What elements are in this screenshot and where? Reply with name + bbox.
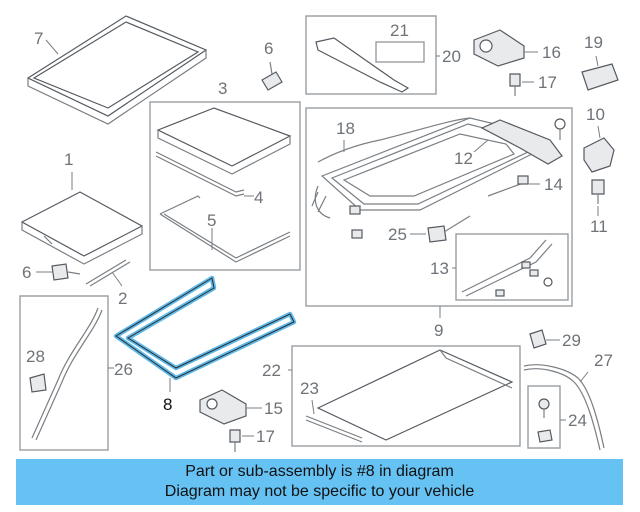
- callout-2: 2: [118, 289, 127, 308]
- part-27-drain-hose[interactable]: [523, 364, 605, 451]
- part-20-deflector[interactable]: [315, 37, 410, 93]
- callout-26: 26: [114, 360, 133, 379]
- callout-20: 20: [442, 47, 461, 66]
- banner-line-2: Diagram may not be specific to your vehi…: [164, 483, 475, 500]
- callout-28: 28: [26, 347, 45, 366]
- callout-14: 14: [544, 175, 563, 194]
- part-3-glass-assembly[interactable]: [156, 107, 292, 175]
- part-28-clip[interactable]: [29, 373, 47, 393]
- callout-9: 9: [434, 321, 443, 340]
- callout-6-left: 6: [22, 263, 31, 282]
- part-17-screw-bottom[interactable]: [229, 429, 241, 452]
- group-box-22: [291, 345, 521, 447]
- part-26-drain-hose[interactable]: [31, 307, 103, 441]
- callout-4: 4: [254, 188, 263, 207]
- callout-8: 8: [163, 395, 172, 414]
- callout-11: 11: [590, 217, 608, 236]
- callout-1: 1: [64, 150, 73, 169]
- callout-27: 27: [594, 351, 613, 370]
- part-15-motor[interactable]: [199, 389, 247, 425]
- group-box-9: [305, 107, 573, 307]
- part-21-hardware-set[interactable]: [375, 41, 425, 63]
- callout-13: 13: [430, 259, 449, 278]
- callout-18: 18: [336, 119, 355, 138]
- callout-22: 22: [262, 361, 281, 380]
- part-6-bolt-top[interactable]: [261, 61, 283, 91]
- callout-24: 24: [568, 411, 587, 430]
- callout-25: 25: [388, 225, 407, 244]
- part-13-mechanism[interactable]: [461, 239, 553, 297]
- part-4-seal[interactable]: [155, 151, 245, 197]
- part-22-sunshade[interactable]: [316, 349, 514, 441]
- part-12-screw[interactable]: [554, 118, 566, 140]
- group-box-24: [527, 385, 561, 449]
- group-box-13: [455, 233, 569, 301]
- part-16-motor[interactable]: [473, 29, 525, 67]
- callout-23: 23: [300, 379, 319, 398]
- callout-3: 3: [218, 79, 227, 98]
- group-box-20: [305, 15, 437, 95]
- callout-17-bottom: 17: [256, 427, 275, 446]
- part-19-bracket[interactable]: [581, 63, 619, 91]
- callout-19: 19: [584, 33, 603, 52]
- part-29-clip[interactable]: [529, 329, 547, 349]
- part-11-clip[interactable]: [591, 179, 605, 204]
- part-18-harness[interactable]: [311, 117, 471, 239]
- part-6-bolt-left[interactable]: [51, 263, 81, 281]
- callout-6-top: 6: [264, 39, 273, 58]
- part-24-fasteners[interactable]: [537, 398, 553, 443]
- part-17-screw-top[interactable]: [509, 73, 521, 96]
- callout-21: 21: [390, 21, 409, 40]
- callout-10: 10: [586, 105, 605, 124]
- info-banner: Part or sub-assembly is #8 in diagram Di…: [16, 459, 623, 505]
- part-2-strip[interactable]: [85, 259, 131, 287]
- banner-line-1: Part or sub-assembly is #8 in diagram: [185, 463, 454, 480]
- part-7-glass-panel[interactable]: [26, 15, 208, 125]
- part-10-bracket[interactable]: [583, 137, 615, 173]
- part-5-frame[interactable]: [159, 195, 291, 263]
- part-1-panel[interactable]: [20, 191, 144, 265]
- callout-12: 12: [454, 149, 473, 168]
- part-12-guide-rail[interactable]: [480, 119, 563, 165]
- part-23-handle[interactable]: [305, 415, 363, 443]
- callout-17-top: 17: [538, 73, 557, 92]
- part-25-bracket[interactable]: [427, 215, 471, 243]
- part-8-weatherstrip-highlighted[interactable]: [113, 275, 297, 381]
- group-box-26: [19, 295, 109, 451]
- callout-16: 16: [542, 43, 561, 62]
- callout-29: 29: [562, 331, 581, 350]
- group-box-3: [149, 101, 301, 271]
- part-14-cable[interactable]: [487, 175, 529, 197]
- callout-15: 15: [264, 399, 283, 418]
- callout-7: 7: [34, 29, 43, 48]
- callout-5: 5: [207, 211, 216, 230]
